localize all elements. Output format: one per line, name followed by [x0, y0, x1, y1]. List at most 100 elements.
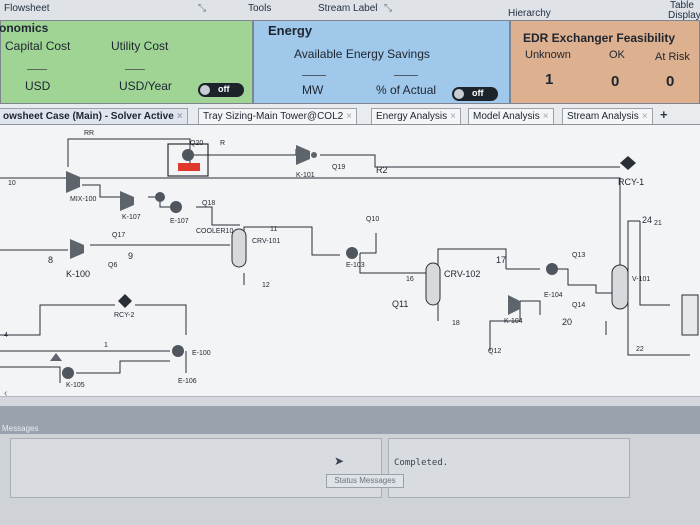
- status-panel: [388, 438, 630, 498]
- toggle-knob: [454, 89, 464, 99]
- motor-icon: [311, 152, 317, 158]
- label-e100: E-100: [192, 350, 211, 357]
- close-icon[interactable]: ×: [450, 111, 456, 122]
- status-completed: Completed.: [394, 458, 449, 468]
- tab-label: Stream Analysis: [567, 111, 639, 122]
- tab-label: Tray Sizing-Main Tower@COL2: [203, 111, 344, 122]
- energy-unit-mw: MW: [302, 83, 324, 97]
- status-messages-button[interactable]: Status Messages: [326, 474, 404, 488]
- tab-tray-sizing[interactable]: Tray Sizing-Main Tower@COL2×: [198, 108, 358, 124]
- edr-title: EDR Exchanger Feasibility: [523, 31, 676, 45]
- compressor-k101-icon[interactable]: [296, 145, 310, 165]
- tab-flowsheet-main[interactable]: owsheet Case (Main) - Solver Active×: [0, 108, 188, 124]
- edr-at-risk-count: 0: [666, 73, 675, 90]
- label-e104: E-104: [544, 292, 563, 299]
- compressor-k104-icon[interactable]: [508, 295, 520, 315]
- close-icon[interactable]: ×: [346, 111, 353, 122]
- ribbon-display[interactable]: Display: [668, 10, 700, 21]
- utility-cost-unit: USD/Year: [119, 79, 172, 93]
- divider: [302, 75, 326, 76]
- close-icon[interactable]: ×: [176, 111, 183, 122]
- label-rcy2: RCY-2: [114, 312, 134, 319]
- label-e103: E-103: [346, 262, 365, 269]
- heater-e107-icon[interactable]: [170, 201, 182, 213]
- selected-box: [167, 143, 209, 177]
- label-11: 11: [270, 226, 277, 233]
- heater-e104-icon[interactable]: [546, 263, 558, 275]
- heater-e106-icon[interactable]: [62, 367, 74, 379]
- messages-label: Messages: [2, 424, 39, 433]
- label-4: 4: [4, 332, 8, 339]
- ribbon-table[interactable]: Table: [670, 0, 694, 11]
- equipment[interactable]: [50, 143, 699, 379]
- label-22: 22: [636, 346, 644, 353]
- label-q13: Q13: [572, 252, 585, 259]
- label-20: 20: [562, 317, 572, 327]
- mixer-icon[interactable]: [50, 353, 62, 361]
- tab-label: Energy Analysis: [376, 111, 448, 122]
- label-24: 24: [642, 215, 652, 225]
- flowsheet-diagram[interactable]: RR Q20 R K-101 Q19 R2 RCY-1 10 MIX-100 K…: [0, 125, 700, 396]
- exchanger-icon[interactable]: [681, 294, 699, 336]
- tab-label: owsheet Case (Main) - Solver Active: [3, 111, 174, 122]
- ribbon-tools[interactable]: Tools: [248, 3, 272, 14]
- heater-e100-icon[interactable]: [172, 345, 184, 357]
- energy-toggle[interactable]: off: [452, 87, 498, 101]
- label-rr: RR: [84, 130, 94, 137]
- horizontal-scrollbar[interactable]: [0, 396, 700, 407]
- cooler-icon[interactable]: [155, 192, 165, 202]
- compressor-icon[interactable]: [66, 171, 80, 193]
- capital-cost-unit: USD: [25, 79, 51, 93]
- toggle-label: off: [472, 88, 484, 98]
- separator-v101-icon[interactable]: [611, 264, 629, 310]
- label-q10: Q10: [366, 216, 379, 223]
- toggle-label: off: [218, 84, 230, 94]
- heater-r-icon[interactable]: [182, 149, 194, 161]
- label-q17: Q17: [112, 232, 125, 239]
- scroll-left-icon[interactable]: ‹: [4, 388, 8, 399]
- edr-ok-label: OK: [609, 49, 625, 61]
- tab-label: Model Analysis: [473, 111, 540, 122]
- label-1: 1: [104, 342, 108, 349]
- label-crv101: CRV-101: [252, 238, 280, 245]
- ribbon-flowsheet[interactable]: Flowsheet: [4, 3, 50, 14]
- label-18: 18: [452, 320, 460, 327]
- close-icon[interactable]: ×: [641, 111, 648, 122]
- expand-icon[interactable]: ⤡: [198, 3, 206, 14]
- label-q11: Q11: [392, 299, 408, 309]
- heater-e103-icon[interactable]: [346, 247, 358, 259]
- label-k107: K-107: [122, 214, 141, 221]
- label-k105: K-105: [66, 382, 85, 389]
- label-rcy1: RCY-1: [618, 177, 644, 187]
- add-tab-icon[interactable]: +: [660, 107, 668, 122]
- label-q20: Q20: [190, 140, 203, 147]
- expand-icon[interactable]: ⤡: [384, 3, 392, 14]
- tab-model-analysis[interactable]: Model Analysis×: [468, 108, 554, 124]
- compressor-k100-icon[interactable]: [70, 239, 84, 259]
- reactor-crv101-icon[interactable]: [231, 228, 247, 268]
- message-panel: [10, 438, 382, 498]
- edr-panel: EDR Exchanger Feasibility Unknown OK At …: [510, 20, 700, 104]
- label-k100: K-100: [66, 269, 90, 279]
- tab-energy-analysis[interactable]: Energy Analysis×: [371, 108, 461, 124]
- ribbon-stream-label[interactable]: Stream Label: [318, 3, 378, 14]
- ribbon-hierarchy[interactable]: Hierarchy: [508, 8, 551, 19]
- economics-toggle[interactable]: off: [198, 83, 244, 97]
- recycle-rcy2-icon[interactable]: [118, 294, 132, 308]
- label-r: R: [220, 140, 225, 147]
- label-k104: K-104: [504, 318, 523, 325]
- label-21: 21: [654, 220, 662, 227]
- recycle-rcy1-icon[interactable]: [620, 156, 636, 170]
- edr-unknown-count: 1: [545, 71, 554, 88]
- tab-stream-analysis[interactable]: Stream Analysis×: [562, 108, 653, 124]
- flowsheet-canvas[interactable]: RR Q20 R K-101 Q19 R2 RCY-1 10 MIX-100 K…: [0, 125, 700, 405]
- reactor-crv102-icon[interactable]: [425, 262, 441, 306]
- label-q19: Q19: [332, 164, 345, 171]
- close-icon[interactable]: ×: [542, 111, 549, 122]
- label-crv102: CRV-102: [444, 269, 480, 279]
- label-q18: Q18: [202, 200, 215, 207]
- compressor-k107-icon[interactable]: [120, 191, 134, 211]
- cursor-icon: ➤: [334, 454, 345, 468]
- label-q6: Q6: [108, 262, 117, 269]
- energy-title: Energy: [268, 23, 313, 38]
